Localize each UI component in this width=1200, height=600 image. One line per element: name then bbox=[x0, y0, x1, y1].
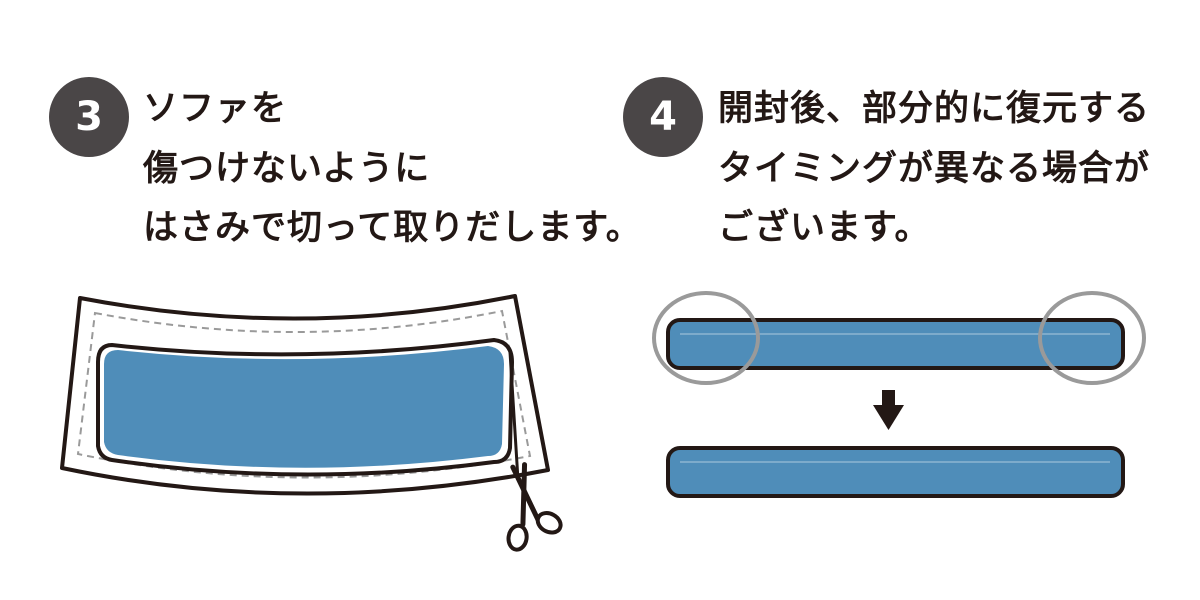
packaged-cushion bbox=[60, 294, 550, 496]
cut-line bbox=[508, 351, 520, 481]
cushion-bar-before bbox=[666, 318, 1125, 370]
instruction-line: 開封後、部分的に復元する bbox=[718, 89, 1151, 129]
instruction-line: タイミングが異なる場合が bbox=[718, 149, 1151, 189]
instruction-line: 傷つけないように bbox=[143, 149, 431, 189]
compressed-cushion bbox=[104, 346, 504, 468]
right-highlight-circle bbox=[1038, 291, 1146, 385]
arrow-down-icon bbox=[873, 390, 904, 430]
step-number: 4 bbox=[649, 94, 677, 140]
instruction-line: ソファを bbox=[143, 89, 288, 129]
cushion-before bbox=[652, 291, 1146, 385]
package-seam bbox=[76, 309, 532, 479]
instruction-line: ございます。 bbox=[718, 208, 931, 248]
cushion-bar-after bbox=[666, 446, 1125, 498]
left-highlight-circle bbox=[652, 291, 760, 385]
scissors-icon bbox=[506, 462, 563, 552]
step-number-badge: 3 bbox=[49, 77, 129, 157]
step-number: 3 bbox=[75, 94, 103, 140]
cushion-after bbox=[666, 446, 1125, 498]
step-number-badge: 4 bbox=[623, 77, 703, 157]
instruction-line: はさみで切って取りだします。 bbox=[143, 208, 642, 248]
